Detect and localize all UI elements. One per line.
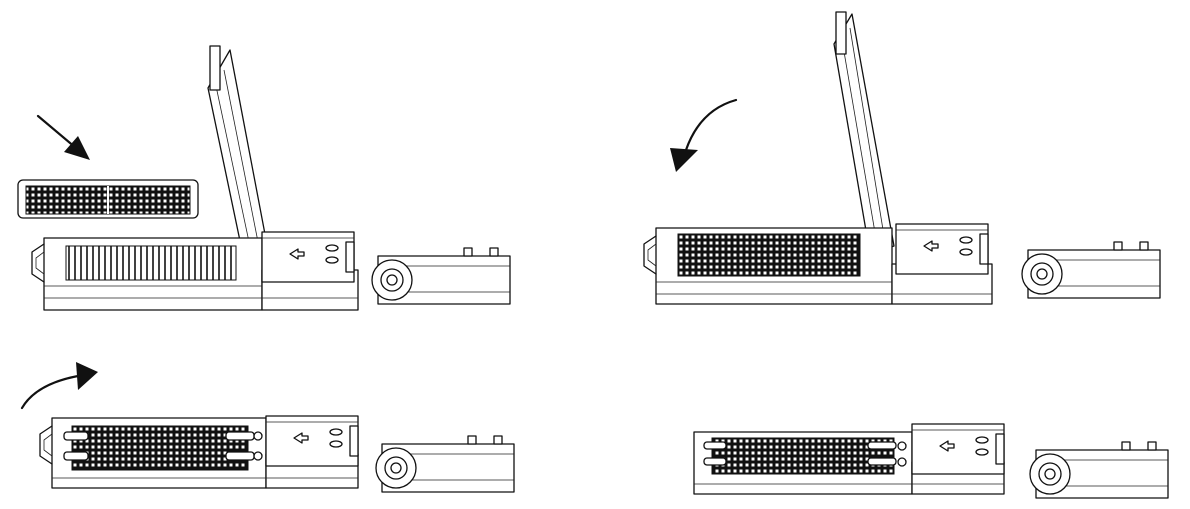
open-lid: [833, 11, 895, 255]
diagonal-arrow-icon: [36, 114, 90, 160]
mounting-arm: [375, 435, 515, 493]
housing-body-closed: [39, 417, 359, 489]
mounting-arm: [1029, 441, 1169, 499]
filter-cartridge: [17, 179, 199, 219]
mounting-arm: [1021, 241, 1161, 299]
control-box: [261, 231, 355, 283]
curved-arrow-counterclockwise-icon: [670, 98, 738, 172]
control-box: [895, 223, 989, 275]
control-box: [911, 423, 1005, 475]
step-3-panel: [20, 362, 515, 493]
step-1-panel: [17, 45, 511, 311]
curved-arrow-clockwise-icon: [20, 362, 98, 410]
open-lid: [207, 45, 269, 261]
mounting-arm: [371, 247, 511, 305]
step-4-panel: [693, 423, 1169, 499]
control-box: [265, 415, 359, 467]
housing-body: [31, 237, 359, 311]
step-2-panel: [643, 11, 1161, 305]
